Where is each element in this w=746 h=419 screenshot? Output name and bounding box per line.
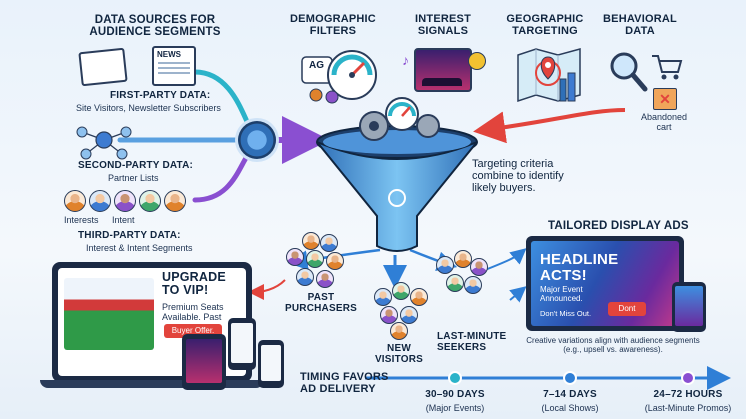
avatar bbox=[464, 276, 482, 294]
display-cta-button[interactable]: Dont bbox=[608, 302, 646, 316]
avatar bbox=[89, 190, 111, 212]
avatar bbox=[470, 258, 488, 276]
timing-point-3: 24–72 HOURS bbox=[653, 389, 723, 400]
new-visitors-cluster bbox=[370, 282, 430, 340]
display-cta-text: Don't Miss Out. bbox=[540, 309, 592, 318]
targeting-funnel bbox=[312, 96, 482, 261]
third-party-title: THIRD-PARTY DATA: bbox=[78, 230, 181, 241]
intent-label: Intent bbox=[112, 215, 135, 225]
music-note-icon: ♪ bbox=[402, 52, 409, 68]
past-purchasers-cluster bbox=[282, 232, 354, 290]
avatar bbox=[139, 190, 161, 212]
new-visitors-label: NEW VISITORS bbox=[374, 343, 424, 365]
demographic-title: DEMOGRAPHIC FILTERS bbox=[290, 13, 376, 37]
phone-device bbox=[258, 340, 284, 388]
avatar bbox=[392, 282, 410, 300]
map-pin-icon bbox=[514, 45, 584, 107]
demographic-gauge-icon bbox=[300, 45, 390, 107]
abandoned-cart-label: Abandoned cart bbox=[640, 112, 688, 133]
first-party-sub: Site Visitors, Newsletter Subscribers bbox=[76, 103, 221, 113]
ag-label: AG bbox=[309, 60, 324, 71]
avatar bbox=[302, 232, 320, 250]
tablet-device bbox=[182, 334, 226, 390]
theater-masks-icon bbox=[468, 52, 486, 70]
avatar bbox=[436, 256, 454, 274]
magnifier-icon bbox=[608, 50, 648, 92]
first-party-title: FIRST-PARTY DATA: bbox=[110, 90, 211, 101]
people-network-icon bbox=[74, 120, 134, 160]
avatar bbox=[390, 322, 408, 340]
display-ad-screen bbox=[531, 241, 679, 326]
second-party-sub: Partner Lists bbox=[108, 173, 159, 183]
past-purchasers-label: PAST PURCHASERS bbox=[284, 292, 357, 314]
newspaper-icon bbox=[78, 47, 128, 87]
avatar bbox=[306, 250, 324, 268]
display-sub: Major Event Announced. bbox=[540, 285, 583, 303]
abandoned-box-icon: ✕ bbox=[653, 88, 677, 110]
display-ad-monitor bbox=[526, 236, 684, 331]
avatar bbox=[446, 274, 464, 292]
behavioral-title: BEHAVIORAL DATA bbox=[603, 13, 677, 37]
avatar bbox=[286, 248, 304, 266]
seekers-label: LAST-MINUTE SEEKERS bbox=[437, 331, 507, 353]
vip-title: UPGRADE TO VIP! bbox=[162, 270, 226, 298]
avatar bbox=[296, 268, 314, 286]
laptop-screen bbox=[58, 268, 246, 376]
phone-device bbox=[228, 318, 256, 370]
concert-stage-icon bbox=[414, 48, 472, 92]
data-hub-icon bbox=[238, 121, 276, 159]
vip-body: Premium Seats Available. Past bbox=[162, 302, 224, 323]
avatar bbox=[454, 250, 472, 268]
criteria-caption: Targeting criteria combine to identify l… bbox=[472, 158, 564, 195]
timing-point-1: 30–90 DAYS bbox=[425, 389, 485, 400]
stadium-image bbox=[64, 278, 154, 350]
avatar bbox=[326, 252, 344, 270]
avatar bbox=[64, 190, 86, 212]
display-ad-tablet bbox=[672, 282, 706, 332]
newspaper-front-icon: NEWS bbox=[152, 46, 196, 86]
geographic-title: GEOGRAPHIC TARGETING bbox=[506, 13, 584, 37]
avatar bbox=[114, 190, 136, 212]
interests-label: Interests bbox=[64, 215, 99, 225]
timing-point-3-sub: (Last-Minute Promos) bbox=[644, 403, 732, 413]
timing-point-1-sub: (Major Events) bbox=[425, 403, 485, 413]
shopping-cart-icon bbox=[650, 52, 684, 82]
display-ads-title: TAILORED DISPLAY ADS bbox=[548, 220, 689, 232]
timing-title: TIMING FAVORS AD DELIVERY bbox=[300, 371, 389, 395]
avatar bbox=[164, 190, 186, 212]
display-caption: Creative variations align with audience … bbox=[526, 336, 700, 355]
avatar bbox=[380, 306, 398, 324]
sources-title: DATA SOURCES FOR AUDIENCE SEGMENTS bbox=[89, 14, 221, 39]
avatar bbox=[374, 288, 392, 306]
interest-title: INTEREST SIGNALS bbox=[415, 13, 471, 37]
third-party-sub: Interest & Intent Segments bbox=[86, 243, 193, 253]
interest-avatars bbox=[64, 190, 186, 212]
timing-point-2-sub: (Local Shows) bbox=[541, 403, 599, 413]
second-party-title: SECOND-PARTY DATA: bbox=[78, 160, 194, 171]
news-label: NEWS bbox=[157, 50, 181, 59]
avatar bbox=[320, 234, 338, 252]
laptop-base bbox=[40, 380, 264, 388]
seekers-cluster bbox=[432, 246, 490, 296]
headline-text: HEADLINE ACTS! bbox=[540, 251, 619, 284]
avatar bbox=[410, 288, 428, 306]
timing-point-2: 7–14 DAYS bbox=[543, 389, 597, 400]
avatar bbox=[400, 306, 418, 324]
avatar bbox=[316, 270, 334, 288]
